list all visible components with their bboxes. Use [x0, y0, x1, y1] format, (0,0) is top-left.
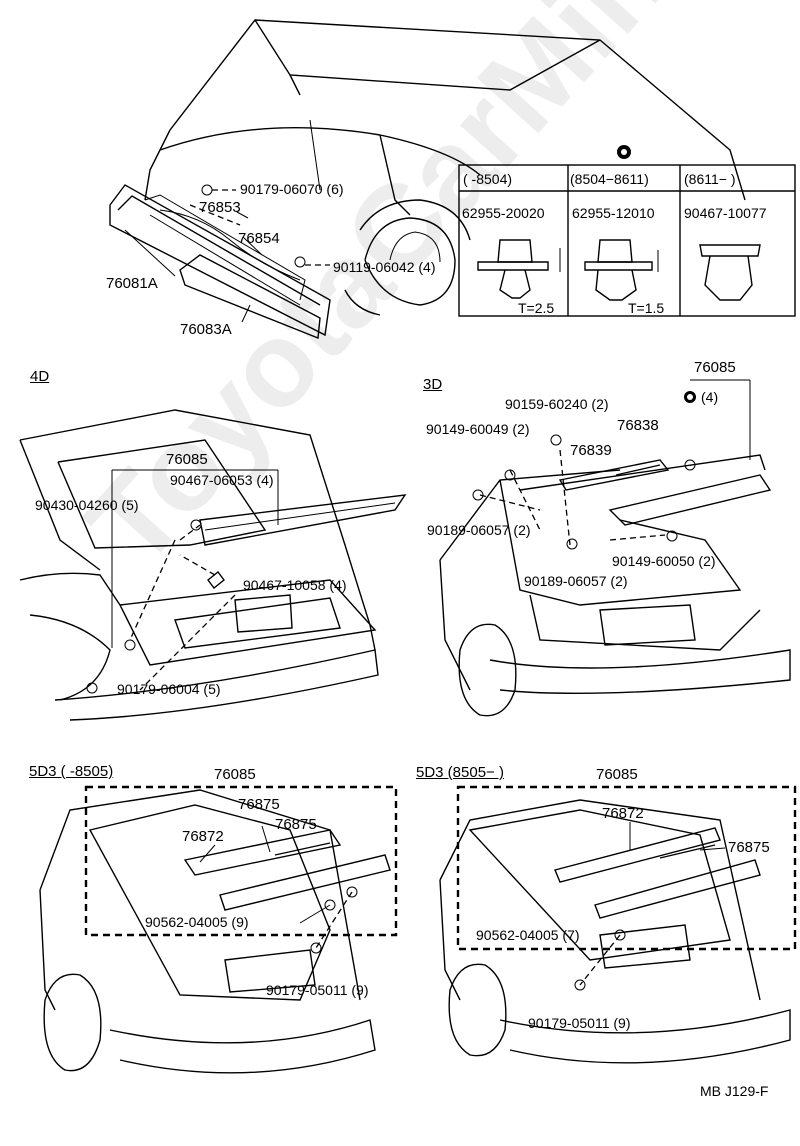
label-90179-06070: 90179-06070 (6): [240, 181, 344, 197]
label-3d-76839: 76839: [570, 442, 612, 459]
clip-range-2: (8504−8611): [570, 171, 649, 187]
clip-range-3: (8611− ): [684, 171, 736, 187]
leader-lines: [124, 211, 726, 924]
section-title-5d3-late: 5D3 (8505− ): [416, 764, 504, 781]
car-5d3-late-outline: [439, 785, 797, 1064]
clip-part-2: 62955-12010: [572, 205, 655, 221]
diagram-code: MB J129-F: [700, 1083, 769, 1099]
clip-part-1: 62955-20020: [462, 205, 545, 221]
label-4d-76085: 76085: [166, 451, 208, 468]
label-5d3l-76872: 76872: [602, 805, 644, 822]
car-5d3-early-outline: [39, 785, 398, 1074]
label-4d-90430-04260: 90430-04260 (5): [35, 497, 139, 513]
clip-drawings: [477, 239, 761, 301]
clip-part-3: 90467-10077: [684, 205, 767, 221]
front-car-outline: [144, 19, 746, 316]
label-3d-90189-06057a: 90189-06057 (2): [427, 522, 531, 538]
label-4d-90179-06004: 90179-06004 (5): [117, 681, 221, 697]
label-3d-90149-60049: 90149-60049 (2): [426, 421, 530, 437]
label-5d3l-90179-05011: 90179-05011 (9): [528, 1015, 631, 1031]
clip-range-1: ( -8504): [463, 171, 513, 187]
label-5d3e-90179-05011: 90179-05011 (9): [266, 982, 369, 998]
label-5d3l-90562-04005: 90562-04005 (7): [476, 927, 580, 943]
label-5d3e-76875b: 76875: [275, 816, 317, 833]
label-76853: 76853: [199, 199, 241, 216]
label-3d-90149-60050: 90149-60050 (2): [612, 553, 716, 569]
label-76083A: 76083A: [180, 321, 232, 338]
label-3d-90189-06057b: 90189-06057 (2): [524, 573, 628, 589]
label-90119-06042: 90119-06042 (4): [333, 259, 436, 275]
car-3d-outline: [439, 379, 791, 717]
label-5d3e-90562-04005: 90562-04005 (9): [145, 914, 249, 930]
label-3d-76085: 76085: [694, 359, 736, 376]
label-76854: 76854: [238, 230, 280, 247]
section-title-3d: 3D: [423, 376, 443, 393]
label-5d3e-76085: 76085: [214, 766, 256, 783]
section-title-5d3-early: 5D3 ( -8505): [29, 763, 114, 780]
car-4d-outline: [19, 409, 407, 721]
label-5d3e-76872: 76872: [182, 828, 224, 845]
section-title-4d: 4D: [30, 368, 50, 385]
clip-thickness-1: T=2.5: [518, 300, 555, 316]
label-5d3l-76085: 76085: [596, 766, 638, 783]
label-3d-90159-60240: 90159-60240 (2): [505, 396, 609, 412]
label-4d-90467-10058: 90467-10058 (4): [243, 577, 347, 593]
label-76081A: 76081A: [106, 275, 158, 292]
label-5d3e-76875a: 76875: [238, 796, 280, 813]
label-5d3l-76875: 76875: [728, 839, 770, 856]
clip-table-frame: [458, 145, 796, 317]
label-4d-90467-06053: 90467-06053 (4): [170, 472, 274, 488]
front-bumper-assembly: [109, 184, 331, 339]
clip-thickness-2: T=1.5: [628, 300, 665, 316]
label-3d-qty4: (4): [701, 389, 719, 405]
label-3d-76838: 76838: [617, 417, 659, 434]
